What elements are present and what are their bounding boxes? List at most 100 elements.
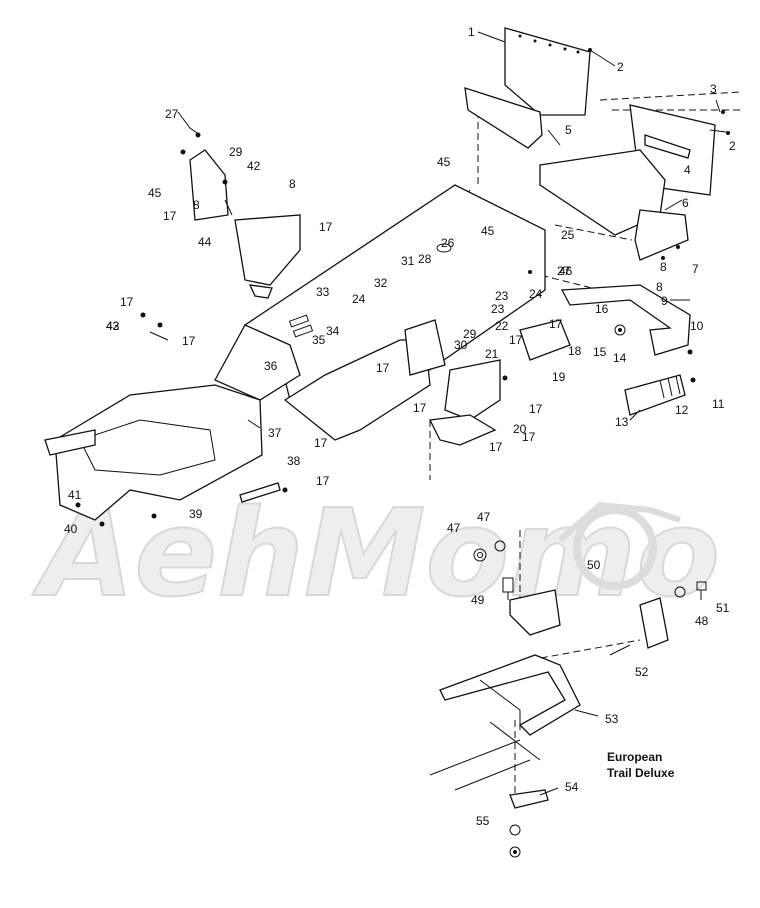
callout-31: 31 xyxy=(401,254,415,268)
callout-24: 24 xyxy=(529,287,543,301)
callout-17: 17 xyxy=(182,334,196,348)
callout-41: 41 xyxy=(68,488,82,502)
callout-53: 53 xyxy=(605,712,619,726)
tunnel-hole xyxy=(436,243,452,253)
callout-4: 4 xyxy=(684,163,691,177)
callout-45: 45 xyxy=(481,224,495,238)
callout-44: 44 xyxy=(198,235,212,249)
callout-1: 1 xyxy=(468,25,475,39)
callout-33: 33 xyxy=(316,285,330,299)
callout-3: 3 xyxy=(710,82,717,96)
upper-bracket-part xyxy=(189,149,229,221)
callout-26: 26 xyxy=(441,236,455,250)
center-bracket-part xyxy=(404,319,446,376)
side-plate-foot-part xyxy=(248,284,273,299)
callout-28: 28 xyxy=(418,252,432,266)
callout-37: 37 xyxy=(268,426,282,440)
callout-24: 24 xyxy=(352,292,366,306)
callout-43: 43 xyxy=(106,319,120,333)
front-pan-lip-part xyxy=(44,429,96,456)
callout-8: 8 xyxy=(289,177,296,191)
rail-bracket-part xyxy=(509,589,561,636)
callout-29: 29 xyxy=(229,145,243,159)
callout-17: 17 xyxy=(316,474,330,488)
callout-27: 27 xyxy=(557,264,571,278)
callout-14: 14 xyxy=(613,351,627,365)
callout-36: 36 xyxy=(264,359,278,373)
callout-19: 19 xyxy=(552,370,566,384)
callout-34: 34 xyxy=(326,324,340,338)
callout-6: 6 xyxy=(682,196,689,210)
callout-32: 32 xyxy=(374,276,388,290)
callout-17: 17 xyxy=(509,333,523,347)
callout-46: 46 xyxy=(559,264,573,278)
mud-flap-holes xyxy=(518,34,580,54)
callout-48: 48 xyxy=(695,614,709,628)
end-plate-part xyxy=(639,597,669,649)
rear-bumper-part xyxy=(560,284,691,356)
hitch-bracket-part xyxy=(429,414,497,446)
watermark-motorcycle xyxy=(558,501,681,590)
callout-11: 11 xyxy=(712,397,725,411)
callout-17: 17 xyxy=(376,361,390,375)
callout-23: 23 xyxy=(495,289,509,303)
callout-8: 8 xyxy=(656,280,663,294)
callout-47: 47 xyxy=(447,521,461,535)
callout-7: 7 xyxy=(692,262,699,276)
tunnel-front-plate-part xyxy=(214,324,301,401)
callout-52: 52 xyxy=(635,665,649,679)
front-pan-inner xyxy=(79,419,216,476)
bumper-bracket-part xyxy=(634,209,689,261)
front-pan-part xyxy=(54,384,263,521)
callout-30: 30 xyxy=(454,338,468,352)
hitch-block-part xyxy=(519,319,571,361)
callout-27: 27 xyxy=(165,107,179,121)
callout-40: 40 xyxy=(64,522,78,536)
callout-number-layer: 1223456788889101112131415161717171717171… xyxy=(64,25,736,828)
callout-13: 13 xyxy=(615,415,629,429)
callout-18: 18 xyxy=(568,344,582,358)
side-plate-part xyxy=(234,214,301,286)
callout-17: 17 xyxy=(489,440,503,454)
callout-50: 50 xyxy=(587,558,601,572)
callout-17: 17 xyxy=(529,402,543,416)
callout-38: 38 xyxy=(287,454,301,468)
strap-part xyxy=(239,482,281,503)
callout-47: 47 xyxy=(477,510,491,524)
callout-39: 39 xyxy=(189,507,203,521)
callout-17: 17 xyxy=(319,220,333,234)
callout-55: 55 xyxy=(476,814,490,828)
rail-inner xyxy=(479,679,541,761)
lower-bracket-part xyxy=(509,789,549,809)
rail-part xyxy=(439,654,581,736)
callout-42: 42 xyxy=(247,159,261,173)
callout-2: 2 xyxy=(729,139,736,153)
callout-17: 17 xyxy=(314,436,328,450)
hardware-fasteners xyxy=(75,48,730,858)
callout-8: 8 xyxy=(193,198,200,212)
callout-5: 5 xyxy=(565,123,572,137)
callout-16: 16 xyxy=(595,302,609,316)
callout-17: 17 xyxy=(413,401,427,415)
callout-45: 45 xyxy=(148,186,162,200)
callout-17: 17 xyxy=(163,209,177,223)
callout-22: 22 xyxy=(495,319,509,333)
callout-leaders xyxy=(149,31,727,796)
callout-54: 54 xyxy=(565,780,579,794)
callout-21: 21 xyxy=(485,347,499,361)
callout-12: 12 xyxy=(675,403,689,417)
caption-line-1: European xyxy=(607,750,662,764)
callout-9: 9 xyxy=(661,294,668,308)
callout-49: 49 xyxy=(471,593,485,607)
tunnel-slots xyxy=(288,314,314,338)
caption-line-2: Trail Deluxe xyxy=(607,766,675,780)
callout-15: 15 xyxy=(593,345,607,359)
callout-2: 2 xyxy=(617,60,624,74)
hitch-plate-part xyxy=(444,359,501,421)
flap-bracket-part xyxy=(464,87,543,149)
callout-20: 20 xyxy=(513,422,527,436)
callout-17: 17 xyxy=(522,430,536,444)
callout-8: 8 xyxy=(660,260,667,274)
